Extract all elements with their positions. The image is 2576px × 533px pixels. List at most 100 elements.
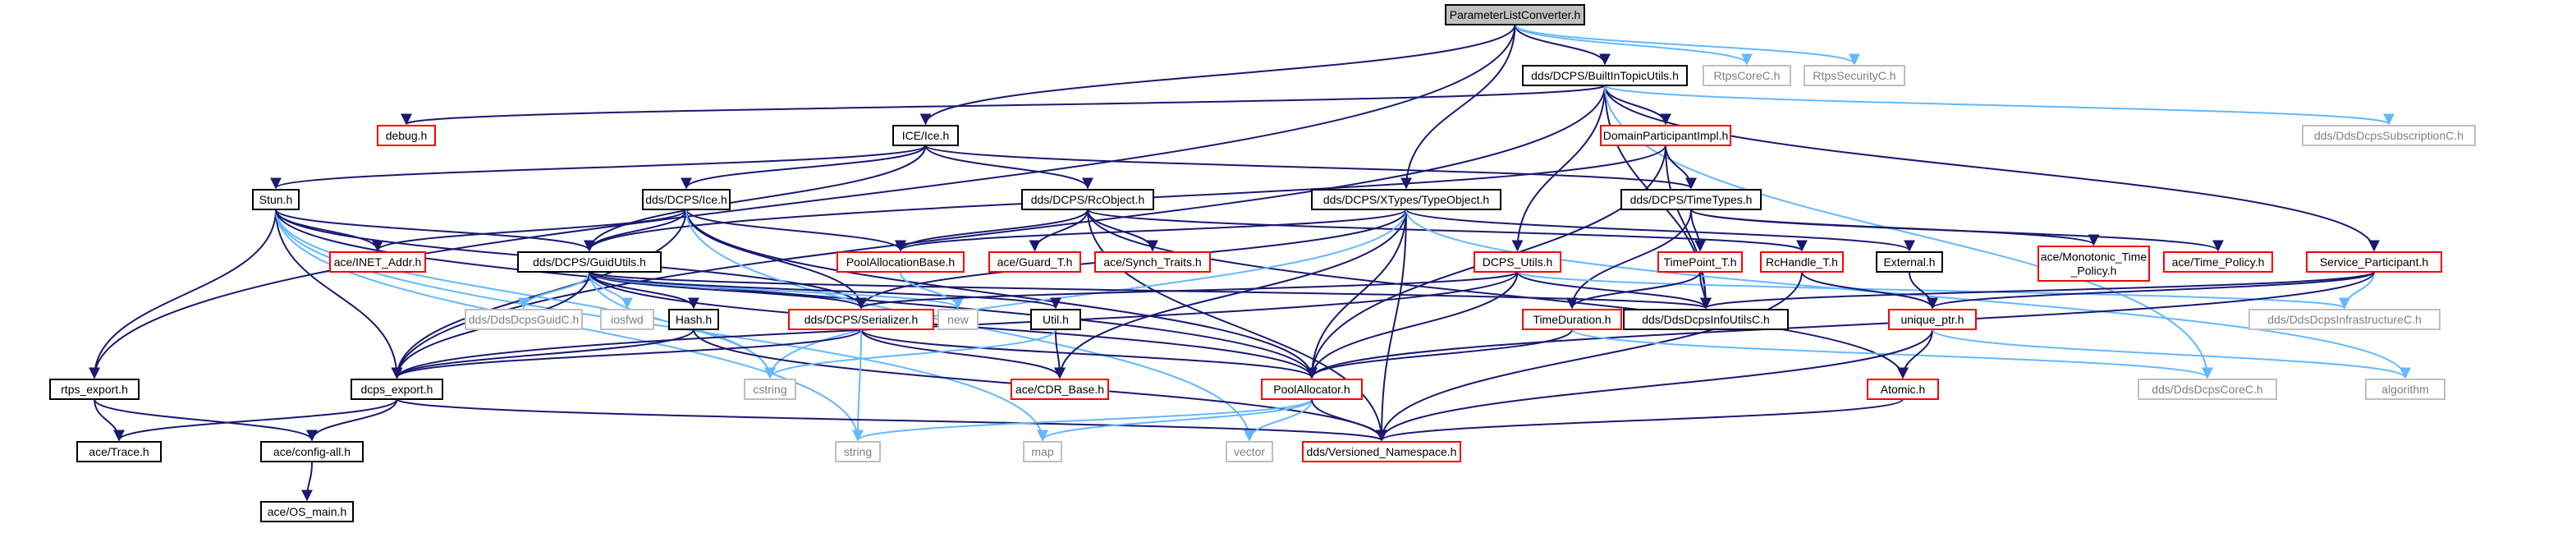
node-box [2163, 251, 2273, 273]
edge-poolallocbase-to-new [900, 271, 964, 310]
edge-dcpsexport-to-trace [113, 398, 398, 442]
edge-util-to-cstring [764, 329, 1057, 379]
edge-dcpsutils-to-infoutils [1516, 271, 1712, 310]
edge-rtpsexport-to-trace [94, 398, 125, 442]
edge-poolalloc-to-string [852, 398, 1313, 442]
node-box [1023, 441, 1062, 462]
node-debug[interactable]: debug.h [377, 125, 436, 146]
node-label: TimeDuration.h [1533, 313, 1611, 326]
node-guardt[interactable]: ace/Guard_T.h [988, 251, 1081, 273]
node-label: dds/Versioned_Namespace.h [1307, 445, 1457, 458]
edge-servicepart-to-infrastructure [2339, 271, 2375, 310]
node-external[interactable]: External.h [1876, 251, 1943, 273]
node-cdrbase[interactable]: ace/CDR_Base.h [1011, 379, 1109, 400]
edge-timetypes-to-timepoint [1690, 209, 1706, 252]
node-label: dds/DCPS/TimeTypes.h [1630, 193, 1753, 206]
node-label: RtpsCoreC.h [1714, 69, 1781, 82]
node-serializer[interactable]: dds/DCPS/Serializer.h [788, 309, 934, 330]
edge-builtin-to-subscr [1604, 85, 2395, 126]
node-label: unique_ptr.h [1900, 313, 1964, 326]
node-box [1030, 309, 1081, 330]
node-dcpsutils[interactable]: DCPS_Utils.h [1474, 251, 1561, 273]
edge-rcobject-to-versioned [1087, 209, 1387, 442]
node-label: debug.h [386, 129, 428, 142]
node-typeobject[interactable]: dds/DCPS/XTypes/TypeObject.h [1311, 189, 1501, 210]
node-label: ace/Guard_T.h [997, 255, 1073, 269]
edge-root-to-rtpsexport [89, 24, 1516, 379]
node-servicepart[interactable]: Service_Participant.h [2306, 251, 2442, 273]
edge-rtpsexport-to-configall [94, 398, 318, 442]
node-configall[interactable]: ace/config-all.h [260, 441, 364, 462]
node-hash[interactable]: Hash.h [668, 309, 719, 330]
edge-uniqueptr-to-atomic [1897, 329, 1933, 379]
node-synchtraits[interactable]: ace/Synch_Traits.h [1094, 251, 1211, 273]
node-infoutils[interactable]: dds/DdsDcpsInfoUtilsC.h [1623, 309, 1789, 330]
node-monotonic[interactable]: ace/Monotonic_Time_Policy.h [2037, 246, 2150, 282]
node-label: new [947, 313, 969, 326]
node-label: dds/DdsDcpsInfrastructureC.h [2267, 313, 2422, 326]
edge-uniqueptr-to-versioned [1376, 329, 1933, 442]
node-box [988, 251, 1081, 273]
edge-serializer-to-poolalloc [860, 329, 1318, 379]
node-ice[interactable]: ICE/Ice.h [892, 125, 959, 146]
node-dcpsexport[interactable]: dcps_export.h [351, 379, 443, 400]
edge-typeobject-to-poolallocbase [895, 209, 1407, 252]
node-label: ace/CDR_Base.h [1015, 383, 1104, 396]
node-label: Stun.h [259, 193, 292, 206]
node-dcpsice[interactable]: dds/DCPS/Ice.h [642, 189, 731, 210]
node-box [668, 309, 719, 330]
node-timepolicy[interactable]: ace/Time_Policy.h [2163, 251, 2273, 273]
edge-poolalloc-to-vector [1244, 398, 1313, 442]
edge-stun-to-map [275, 209, 1048, 442]
node-util[interactable]: Util.h [1030, 309, 1081, 330]
node-root: ParameterListConverter.h [1445, 4, 1585, 25]
edge-dcpsutils-to-serializer [855, 271, 1519, 310]
node-versioned[interactable]: dds/Versioned_Namespace.h [1302, 441, 1461, 462]
edge-dcpsutils-to-poolalloc [1306, 271, 1519, 379]
node-poolallocbase[interactable]: PoolAllocationBase.h [837, 251, 965, 273]
node-atomic[interactable]: Atomic.h [1867, 379, 1939, 400]
edge-timeduration-to-poolalloc [1306, 329, 1573, 379]
node-label: ParameterListConverter.h [1450, 8, 1581, 21]
node-inetaddr[interactable]: ace/INET_Addr.h [329, 251, 426, 273]
edge-builtin-to-servicepart [1604, 85, 2380, 252]
node-label: ace/config-all.h [273, 445, 351, 458]
edge-rcobject-to-guardt [1029, 209, 1089, 252]
node-box [49, 379, 140, 400]
edge-guidutils-to-new [589, 271, 964, 310]
node-box [1620, 189, 1762, 210]
node-rtpsexport[interactable]: rtps_export.h [49, 379, 140, 400]
node-box [835, 441, 881, 462]
node-box [1522, 65, 1688, 86]
edge-atomic-to-versioned [1376, 398, 1904, 442]
node-rcobject[interactable]: dds/DCPS/RcObject.h [1021, 189, 1154, 210]
node-timepoint[interactable]: TimePoint_T.h [1657, 251, 1743, 273]
node-label: map [1031, 445, 1053, 458]
edge-timepoint-to-timeduration [1566, 271, 1701, 310]
node-timeduration[interactable]: TimeDuration.h [1522, 309, 1622, 330]
edge-guidutils-to-util [589, 271, 1061, 310]
node-rchandle[interactable]: RcHandle_T.h [1760, 251, 1844, 273]
edge-serializer-to-dcpsexport [391, 329, 862, 379]
node-builtin[interactable]: dds/DCPS/BuiltInTopicUtils.h [1522, 65, 1688, 86]
node-map: map [1023, 441, 1062, 462]
node-timetypes[interactable]: dds/DCPS/TimeTypes.h [1620, 189, 1762, 210]
node-stun[interactable]: Stun.h [252, 189, 300, 210]
edge-stun-to-rtpsexport [89, 209, 277, 379]
edge-poolalloc-to-map [1037, 398, 1313, 442]
node-box [2138, 379, 2277, 400]
node-trace[interactable]: ace/Trace.h [76, 441, 162, 462]
edge-ice-to-guidutils [584, 145, 927, 252]
edge-root-to-rtpscore [1514, 24, 1753, 66]
node-poolalloc[interactable]: PoolAllocator.h [1261, 379, 1363, 400]
node-cstring: cstring [744, 379, 796, 400]
node-guidutils[interactable]: dds/DCPS/GuidUtils.h [517, 251, 662, 273]
node-osmain[interactable]: ace/OS_main.h [260, 501, 354, 522]
node-box [1760, 251, 1844, 273]
node-label: External.h [1883, 255, 1935, 269]
node-box [1522, 309, 1622, 330]
node-uniqueptr[interactable]: unique_ptr.h [1888, 309, 1977, 330]
edge-timetypes-to-timeduration [1566, 209, 1692, 310]
node-domainpart[interactable]: DomainParticipantImpl.h [1600, 125, 1731, 146]
